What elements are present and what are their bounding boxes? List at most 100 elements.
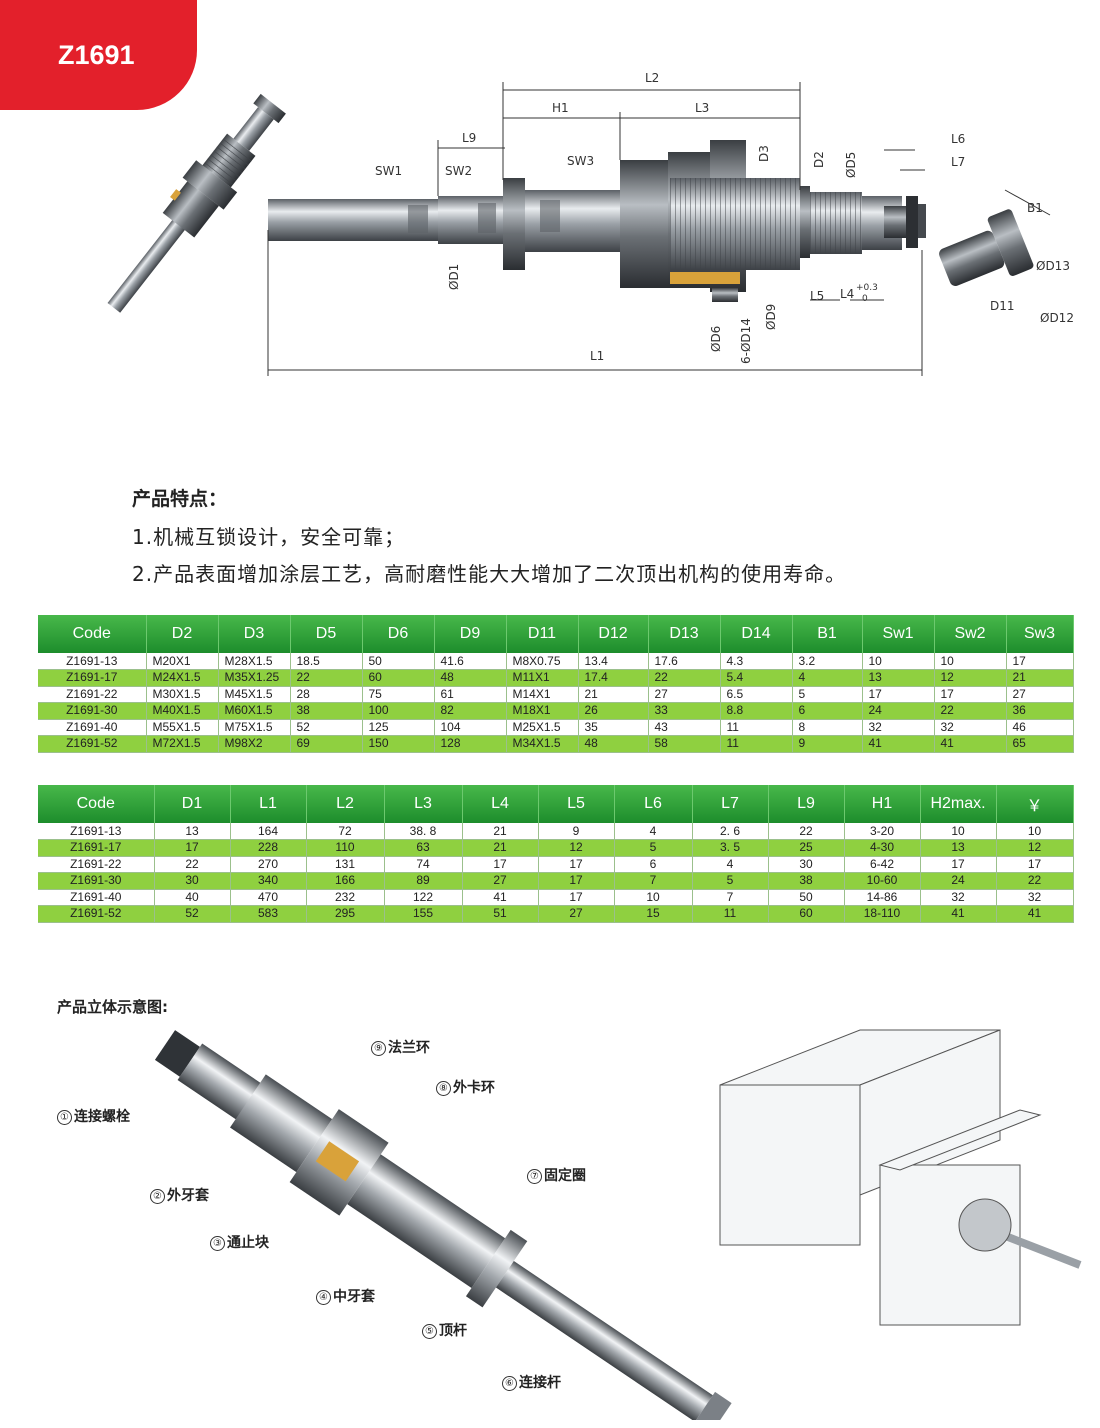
table-cell: M34X1.5 [506, 735, 579, 753]
dim-L5: L5 [810, 289, 824, 303]
table-cell: 28 [290, 686, 363, 703]
table-cell: M55X1.5 [146, 719, 219, 736]
table-cell: 58 [648, 735, 721, 753]
table-cell: 13 [862, 669, 935, 687]
table-header-cell: L4 [462, 785, 539, 823]
table-header-cell: L7 [692, 785, 769, 823]
table-cell: 69 [290, 735, 363, 753]
table-cell: 4 [792, 669, 863, 687]
table-cell: 5 [692, 872, 769, 890]
table-cell: 128 [434, 735, 507, 753]
dim-tol-upper: +0.3 [856, 283, 878, 293]
table-cell: 12 [538, 839, 615, 857]
table-header-cell: L3 [384, 785, 463, 823]
table-cell: M45X1.5 [218, 686, 291, 703]
table-header-cell: Sw3 [1006, 615, 1074, 653]
table-cell: 104 [434, 719, 507, 736]
diagram-subtitle: 产品立体示意图: [57, 998, 168, 1016]
table-cell: M28X1.5 [218, 653, 291, 670]
table-cell: 125 [362, 719, 435, 736]
table-cell: 63 [384, 839, 463, 857]
dim-tol-lower: 0 [862, 294, 868, 304]
product-features: 产品特点： 1.机械互锁设计，安全可靠； 2.产品表面增加涂层工艺，高耐磨性能大… [132, 484, 846, 595]
features-heading: 产品特点： [132, 488, 228, 510]
table-cell: 33 [648, 702, 721, 720]
table-cell: Z1691-30 [38, 872, 155, 890]
table-cell: 5.4 [720, 669, 793, 687]
table-cell: M18X1 [506, 702, 579, 720]
dim-D11: D11 [990, 299, 1015, 313]
table-cell: 100 [362, 702, 435, 720]
table-header-cell: D9 [434, 615, 507, 653]
table-cell: 164 [230, 823, 307, 840]
table-cell: 82 [434, 702, 507, 720]
table-header-cell: Code [38, 615, 147, 653]
table-cell: 41 [462, 889, 539, 906]
table-cell: M14X1 [506, 686, 579, 703]
table-cell: 340 [230, 872, 307, 890]
table-cell: M72X1.5 [146, 735, 219, 753]
dim-D13: ØD13 [1036, 259, 1070, 273]
table-cell: 22 [996, 872, 1074, 890]
table-cell: 4-30 [844, 839, 921, 857]
table-header-cell: L1 [230, 785, 307, 823]
table-header-cell: D2 [146, 615, 219, 653]
table-cell: 32 [862, 719, 935, 736]
dim-D14: 6-ØD14 [739, 318, 753, 364]
table-cell: Z1691-22 [38, 686, 147, 703]
table-header-cell: B1 [792, 615, 863, 653]
table-cell: 21 [462, 823, 539, 840]
dim-B1: B1 [1027, 201, 1043, 215]
table-cell: 12 [996, 839, 1074, 857]
table-cell: 65 [1006, 735, 1074, 753]
table-cell: 32 [934, 719, 1007, 736]
table-cell: Z1691-52 [38, 905, 155, 923]
table-cell: M40X1.5 [146, 702, 219, 720]
table-cell: M98X2 [218, 735, 291, 753]
table-cell: 43 [648, 719, 721, 736]
table-cell: 583 [230, 905, 307, 923]
table-cell: 17 [1006, 653, 1074, 670]
dim-L6: L6 [951, 132, 965, 146]
table-cell: 22 [934, 702, 1007, 720]
table-cell: 24 [920, 872, 997, 890]
table-cell: M20X1 [146, 653, 219, 670]
table-cell: Z1691-13 [38, 823, 155, 840]
exploded-diagram [154, 1029, 1082, 1420]
table-header-cell: D5 [290, 615, 363, 653]
dim-D2: D2 [812, 151, 826, 168]
table-cell: M24X1.5 [146, 669, 219, 687]
table-cell: 8.8 [720, 702, 793, 720]
table-cell: 60 [768, 905, 845, 923]
feature-line-1: 1.机械互锁设计，安全可靠； [132, 525, 406, 549]
table-cell: M35X1.25 [218, 669, 291, 687]
table-cell: 17.4 [578, 669, 649, 687]
table-cell: 22 [154, 856, 231, 873]
table-cell: 21 [1006, 669, 1074, 687]
table-header-cell: D6 [362, 615, 435, 653]
dim-L7: L7 [951, 155, 965, 169]
table-header-cell: Sw2 [934, 615, 1007, 653]
table-cell: 13.4 [578, 653, 649, 670]
table-cell: Z1691-40 [38, 719, 147, 736]
dim-L3: L3 [695, 101, 709, 115]
table-cell: 7 [692, 889, 769, 906]
table-cell: 10 [934, 653, 1007, 670]
table-cell: 27 [462, 872, 539, 890]
table-cell: 9 [792, 735, 863, 753]
technical-drawing: L2 H1 L3 L9 SW1 SW2 SW3 L6 L7 B1 L5 L4 +… [107, 71, 1074, 376]
table-cell: 122 [384, 889, 463, 906]
dim-D6: ØD6 [709, 326, 723, 352]
table-cell: 6 [614, 856, 693, 873]
table-cell: 8 [792, 719, 863, 736]
table-cell: 11 [720, 719, 793, 736]
